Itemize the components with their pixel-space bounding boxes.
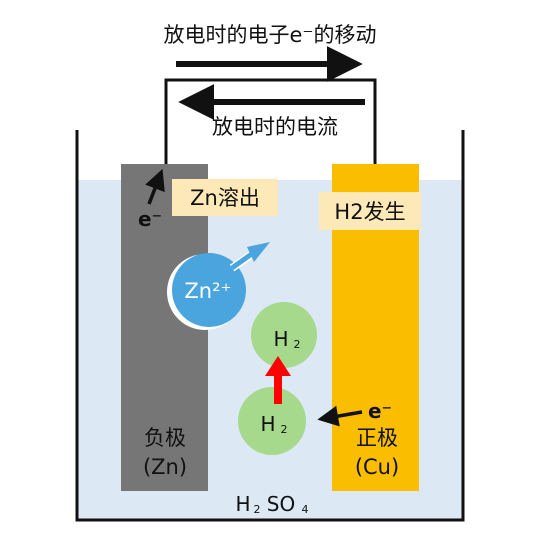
h2-top-sub: 2 (294, 338, 301, 351)
negative-electrode-material: (Zn) (143, 455, 187, 479)
left-electron-label: e⁻ (138, 207, 162, 231)
electrolyte-h-sub: 2 (254, 503, 261, 516)
h2-molecule-bottom (238, 387, 306, 455)
electrolyte-so: SO (267, 492, 295, 516)
positive-electrode-label: 正极 (356, 426, 398, 450)
h2-generate-label: H2发生 (334, 200, 405, 224)
negative-electrode-label: 负极 (144, 426, 186, 450)
electrolyte-so-sub: 4 (302, 503, 309, 516)
electrolyte-h: H (235, 492, 250, 516)
right-electron-label: e⁻ (368, 399, 392, 423)
h2-generate-box (319, 192, 421, 230)
electron-flow-label: 放电时的电子e⁻的移动 (163, 23, 376, 47)
h2-bottom-sub: 2 (281, 423, 288, 436)
h2-bottom-h: H (260, 412, 275, 436)
left-electron-arrow (145, 168, 165, 205)
h2-top-h: H (273, 327, 288, 351)
positive-electrode-material: (Cu) (355, 455, 399, 479)
right-electron-arrow (317, 405, 363, 427)
external-wire (164, 78, 377, 164)
h2-molecule-top (251, 302, 317, 368)
zn-ion-label: Zn²⁺ (184, 279, 231, 303)
beaker (75, 130, 465, 522)
zn-ion-motion-arrow (230, 250, 255, 271)
current-flow-label: 放电时的电流 (212, 115, 338, 139)
zn-ion (172, 253, 246, 327)
zn-dissolve-label: Zn溶出 (190, 186, 260, 210)
zn-dissolve-box (172, 179, 278, 216)
reaction-arrow-head (265, 356, 291, 376)
zn-ion-arrow-head (247, 242, 270, 262)
